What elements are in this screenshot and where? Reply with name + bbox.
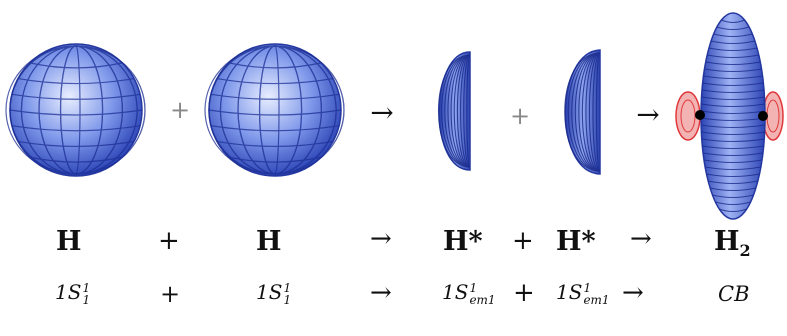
arrow-top-2: → [636, 98, 659, 131]
half-orbital-h-star-left [439, 52, 471, 170]
symbol-h-left: H [56, 226, 82, 257]
symbol-h2-base: H [714, 226, 740, 257]
config-product-cb: CB [718, 282, 750, 306]
plus-symbols-1: + [158, 226, 180, 256]
symbol-h2-subscript: 2 [740, 241, 751, 260]
arrow-symbols-2: → [630, 224, 652, 254]
symbol-h-right: H [256, 226, 282, 257]
config-h-star-right-base: 1S [556, 280, 582, 304]
config-h-left-base: 1S [55, 280, 81, 304]
plus-sign-top-2: + [510, 102, 530, 130]
config-h-right-base: 1S [256, 280, 282, 304]
nucleus-right [758, 111, 768, 121]
config-h-star-left-base: 1S [442, 280, 468, 304]
nucleus-left [695, 110, 705, 120]
arrow-configs-1: → [370, 278, 392, 308]
orbital-sphere-h-right [205, 44, 344, 176]
half-orbital-h-star-right [565, 50, 600, 174]
arrow-symbols-1: → [370, 224, 392, 254]
arrow-configs-2: → [622, 278, 644, 308]
plus-sign-top-1: + [170, 96, 190, 124]
symbol-h-star-right: H* [556, 226, 596, 257]
symbol-h2: H2 [714, 226, 751, 260]
config-h-star-right-sub: em1 [583, 293, 609, 307]
plus-configs-1: + [160, 280, 180, 308]
molecular-orbital-h2 [676, 13, 783, 219]
orbital-sphere-h-left [6, 44, 145, 176]
plus-configs-2: + [513, 278, 535, 308]
config-h-star-left-sub: em1 [469, 293, 495, 307]
config-h-left-sub: 1 [82, 293, 90, 307]
symbol-h-star-left: H* [443, 226, 483, 257]
arrow-top-1: → [370, 96, 393, 129]
plus-symbols-2: + [512, 226, 534, 256]
config-h-right-sub: 1 [283, 293, 291, 307]
